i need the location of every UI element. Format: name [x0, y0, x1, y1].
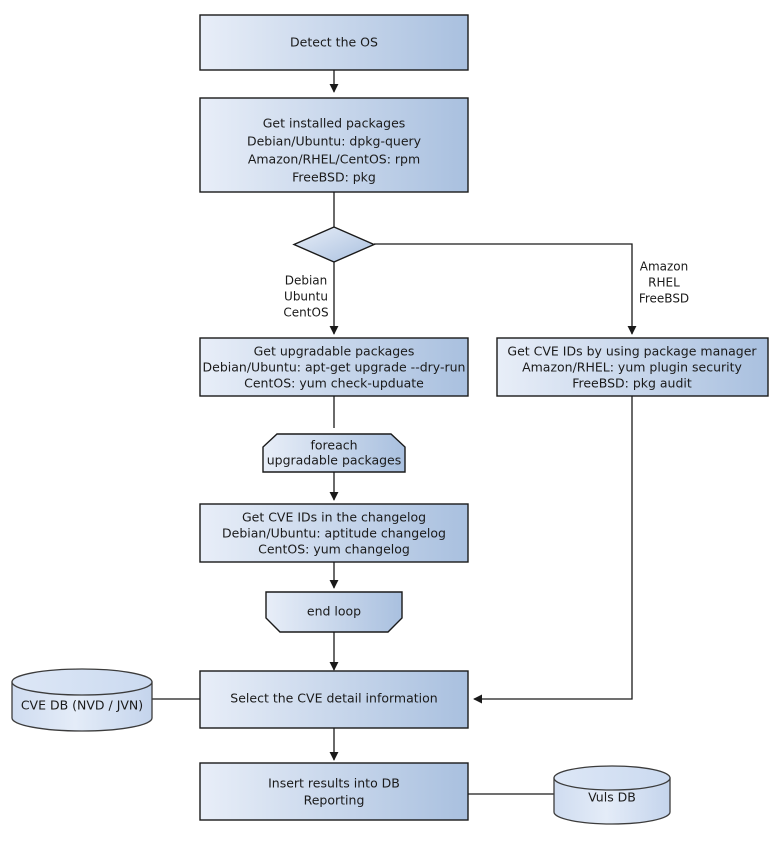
- select-cve-detail-label-0: Select the CVE detail information: [230, 691, 437, 706]
- get-cve-ids-package-manager-label-2: FreeBSD: pkg audit: [572, 376, 692, 391]
- foreach-loop-start-label-0: foreach: [310, 438, 357, 453]
- connector-layer: [151, 70, 637, 795]
- node-detect-os[interactable]: Detect the OS: [199, 14, 469, 71]
- foreach-loop-start-label-1: upgradable packages: [267, 453, 402, 468]
- vuls-db-label-0: Vuls DB: [588, 790, 636, 805]
- get-cve-ids-package-manager-box[interactable]: [496, 337, 769, 397]
- node-get-installed-packages[interactable]: Get installed packages Debian/Ubuntu: dp…: [199, 97, 469, 193]
- detect-os-label-0: Detect the OS: [290, 35, 378, 50]
- edge-rightbox-to-select: [473, 395, 633, 704]
- node-select-cve-detail[interactable]: Select the CVE detail information: [199, 670, 469, 729]
- left-branch-label-2: CentOS: [283, 306, 328, 320]
- node-end-loop[interactable]: end loop: [265, 591, 403, 633]
- node-os-decision[interactable]: [292, 226, 376, 263]
- node-insert-results[interactable]: Insert results into DB Reporting: [199, 762, 469, 821]
- left-branch-label-1: Ubuntu: [284, 290, 328, 304]
- node-get-cve-ids-changelog[interactable]: Get CVE IDs in the changelog Debian/Ubun…: [199, 503, 469, 563]
- cve-db-cylinder-body[interactable]: [11, 681, 153, 732]
- node-foreach-loop-start[interactable]: foreach upgradable packages: [262, 433, 406, 473]
- get-upgradable-packages-label-1: Debian/Ubuntu: apt-get upgrade --dry-run: [203, 360, 466, 375]
- get-upgradable-packages-box[interactable]: [199, 337, 469, 397]
- get-cve-ids-changelog-box[interactable]: [199, 503, 469, 563]
- get-installed-packages-box[interactable]: [199, 97, 469, 193]
- get-upgradable-packages-label-0: Get upgradable packages: [254, 344, 415, 359]
- get-installed-packages-label-2: Amazon/RHEL/CentOS: rpm: [248, 152, 420, 167]
- edge-decision-right: [374, 243, 637, 335]
- get-installed-packages-label-0: Get installed packages: [263, 116, 406, 131]
- os-decision-diamond[interactable]: [292, 226, 376, 263]
- get-cve-ids-package-manager-label-1: Amazon/RHEL: yum plugin security: [522, 360, 742, 375]
- vuls-db-cylinder-body[interactable]: [553, 777, 671, 825]
- get-installed-packages-label-3: FreeBSD: pkg: [292, 170, 376, 185]
- insert-results-label-0: Insert results into DB: [268, 776, 400, 791]
- cve-db-cylinder-top: [11, 668, 153, 696]
- foreach-loop-start-shape[interactable]: [262, 433, 406, 473]
- node-get-upgradable-packages[interactable]: Get upgradable packages Debian/Ubuntu: a…: [199, 337, 469, 397]
- get-upgradable-packages-label-2: CentOS: yum check-upduate: [244, 376, 424, 391]
- cve-db-label-0: CVE DB (NVD / JVN): [21, 698, 143, 713]
- right-branch-label-0: Amazon: [640, 260, 689, 274]
- right-branch-label-2: FreeBSD: [639, 292, 689, 306]
- right-branch-label-1: RHEL: [648, 276, 680, 290]
- get-cve-ids-changelog-label-1: Debian/Ubuntu: aptitude changelog: [222, 526, 446, 541]
- end-loop-shape[interactable]: [265, 591, 403, 633]
- insert-results-box[interactable]: [199, 762, 469, 821]
- select-cve-detail-box[interactable]: [199, 670, 469, 729]
- get-installed-packages-label-1: Debian/Ubuntu: dpkg-query: [247, 134, 422, 149]
- node-cve-db[interactable]: CVE DB (NVD / JVN): [11, 668, 153, 732]
- get-cve-ids-package-manager-label-0: Get CVE IDs by using package manager: [507, 344, 757, 359]
- end-loop-label-0: end loop: [307, 604, 361, 619]
- node-get-cve-ids-package-manager[interactable]: Get CVE IDs by using package manager Ama…: [496, 337, 769, 397]
- left-branch-label-0: Debian: [285, 274, 328, 288]
- node-vuls-db[interactable]: Vuls DB: [553, 765, 671, 825]
- edge-label-left-branch: Debian Ubuntu CentOS: [283, 274, 328, 320]
- edge-label-right-branch: Amazon RHEL FreeBSD: [639, 260, 689, 306]
- get-cve-ids-changelog-label-0: Get CVE IDs in the changelog: [242, 510, 426, 525]
- get-cve-ids-changelog-label-2: CentOS: yum changelog: [258, 542, 410, 557]
- detect-os-box[interactable]: [199, 14, 469, 71]
- vuls-db-cylinder-top: [553, 765, 671, 791]
- insert-results-label-1: Reporting: [304, 793, 365, 808]
